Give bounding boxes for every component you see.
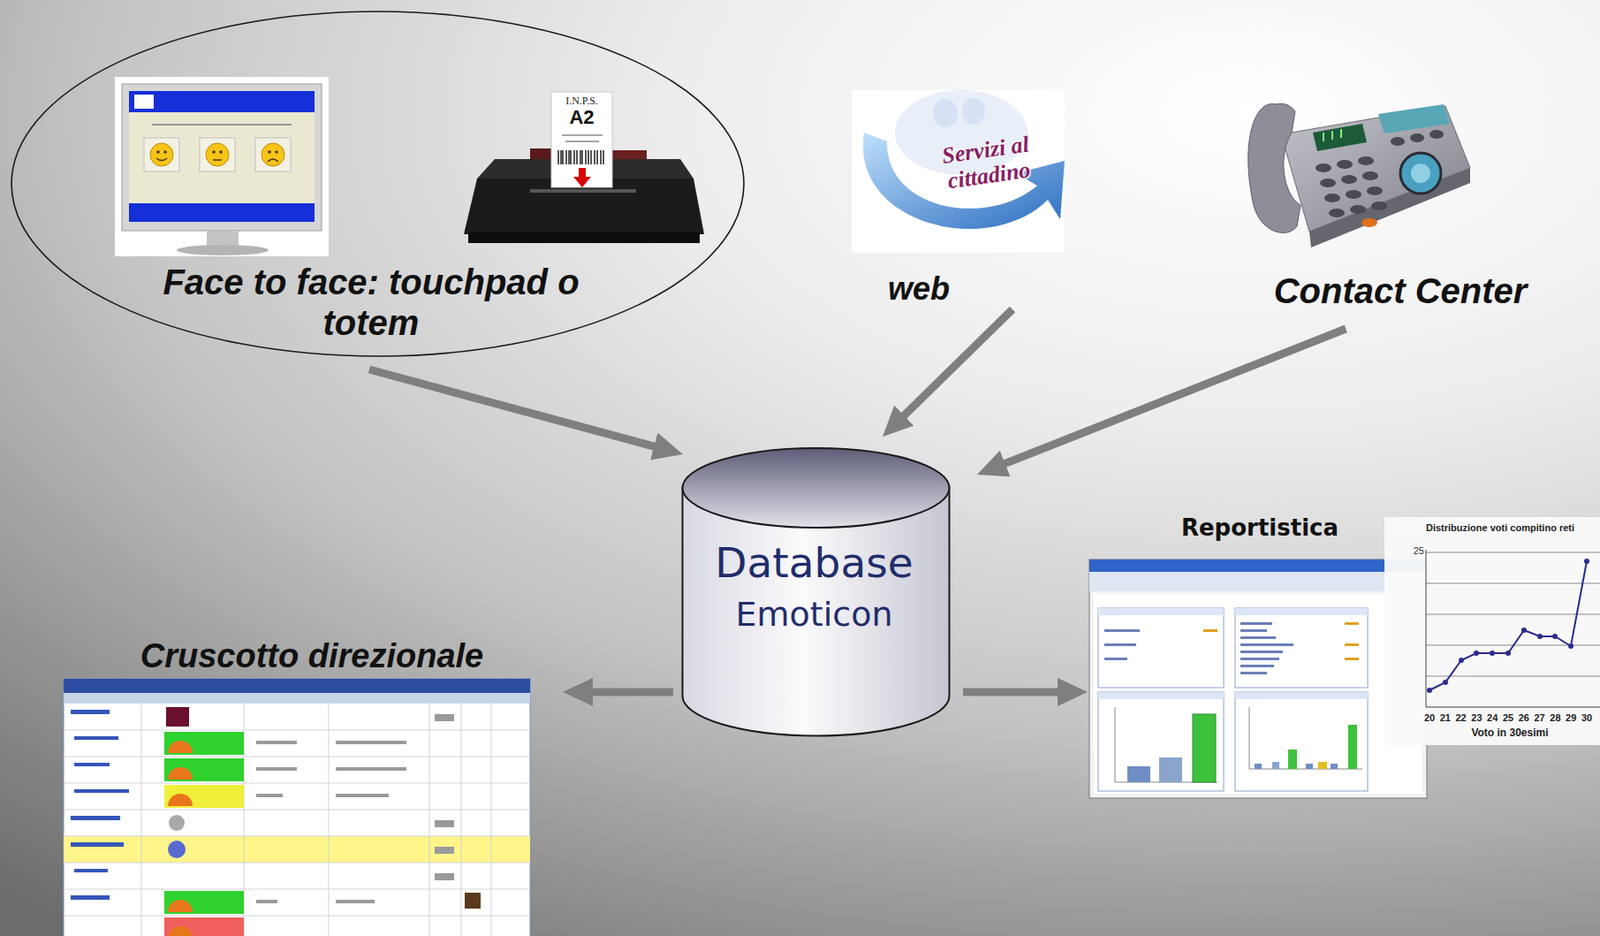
arrow-connector	[369, 369, 661, 448]
axis-tick: 20	[1421, 712, 1438, 723]
image-caption: Servizi al cittadino	[907, 127, 1068, 199]
dashboard-screenshot	[63, 678, 531, 936]
node-label: web	[848, 270, 990, 307]
touchscreen-monitor	[114, 76, 329, 257]
axis-tick: 26	[1516, 712, 1532, 723]
ticket-header: I.N.P.S.	[551, 95, 613, 107]
axis-tick: 27	[1531, 712, 1548, 723]
axis-tick: 21	[1437, 712, 1454, 723]
channel-web: web	[848, 88, 1070, 310]
channel-contact-center: Contact Center	[1245, 88, 1559, 327]
node-label: Contact Center	[1245, 270, 1555, 311]
line-chart	[1384, 516, 1600, 745]
arrow-connector	[963, 688, 1065, 697]
node-label: Face to face: touchpad o totem	[123, 261, 619, 343]
node-label: Cruscotto direzionale	[84, 636, 539, 676]
axis-title: Voto in 30esimi	[1448, 727, 1572, 739]
dashboard-panel: Cruscotto direzionale	[53, 631, 543, 936]
axis-tick: 30	[1578, 712, 1595, 723]
report-screenshot	[1089, 559, 1427, 798]
axis-tick: 29	[1562, 712, 1579, 723]
cylinder-outline	[681, 447, 951, 737]
node-sublabel: Emoticon	[681, 595, 948, 635]
report-panel: Reportistica	[1089, 508, 1434, 804]
arrow-connector	[899, 309, 1013, 421]
chart-title: Distribuzione voti compitino reti	[1402, 522, 1598, 533]
axis-tick: 25	[1406, 545, 1425, 556]
arrow-connector	[585, 688, 674, 697]
node-label: Database	[681, 538, 948, 587]
node-label: Reportistica	[1089, 515, 1431, 542]
axis-tick: 24	[1484, 712, 1501, 723]
channel-ellipse: Face to face: touchpad o totem	[10, 10, 745, 357]
arrow-connector	[998, 328, 1346, 466]
axis-tick: 22	[1453, 712, 1470, 723]
cylinder-top	[682, 447, 950, 528]
axis-tick: 28	[1546, 712, 1563, 723]
telephone-icon	[1248, 103, 1471, 248]
ticket-printer	[463, 91, 705, 243]
ticket-number: A2	[551, 106, 613, 129]
ellipse-outline	[11, 11, 744, 357]
database-cylinder: DatabaseEmoticon	[681, 447, 951, 737]
axis-tick: 25	[1500, 712, 1517, 723]
axis-tick: 23	[1468, 712, 1485, 723]
